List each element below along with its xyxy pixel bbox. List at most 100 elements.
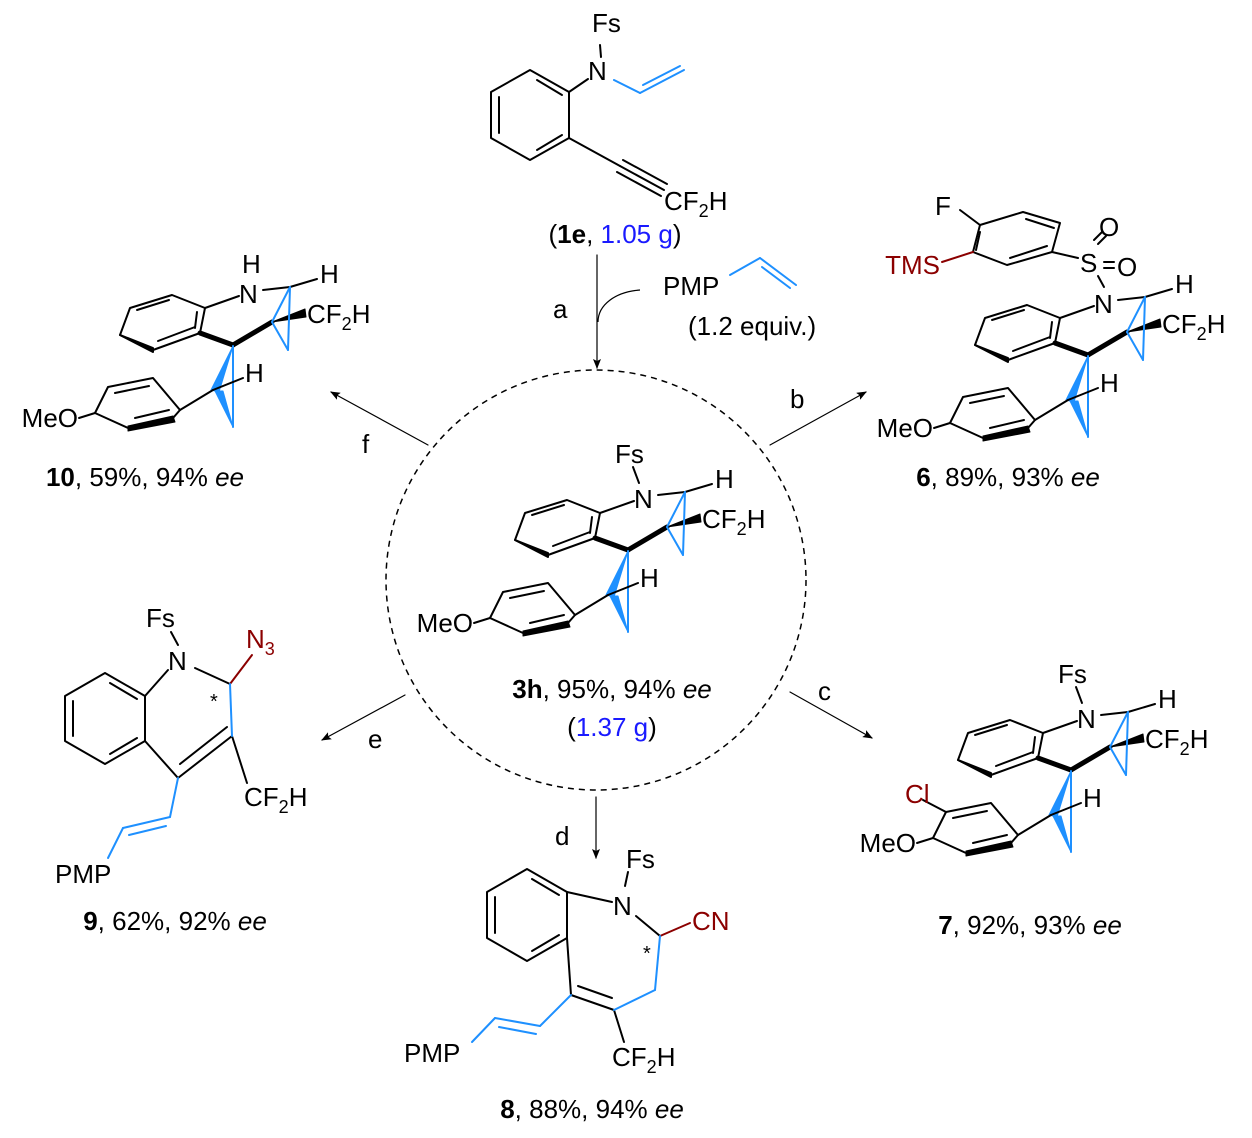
- atom-label: CF2H: [612, 1042, 675, 1077]
- atom-label: O: [1099, 212, 1119, 242]
- bond: [916, 837, 934, 844]
- cyclopropane-wedge: [1065, 355, 1089, 403]
- bold-bond: [1085, 329, 1130, 358]
- step-label-b: b: [790, 384, 804, 414]
- wedge-bond: [982, 425, 1031, 442]
- compound-label-8: 8, 88%, 94% ee: [500, 1094, 684, 1124]
- bond: [1034, 399, 1069, 421]
- compound-label-6: 6, 89%, 93% ee: [916, 462, 1100, 492]
- cyclopropane-bond: [1125, 711, 1129, 776]
- bond: [212, 377, 244, 391]
- cyclopropane-wedge: [605, 550, 629, 598]
- bond: [262, 286, 291, 291]
- atom-label: N: [613, 891, 632, 921]
- atom-label: CF2H: [244, 782, 307, 817]
- bond: [1144, 288, 1173, 298]
- bond: [509, 590, 545, 599]
- bond: [599, 500, 635, 514]
- bond: [531, 504, 565, 516]
- wedge-bond: [514, 539, 549, 558]
- bond: [157, 326, 196, 342]
- bond: [972, 834, 1008, 844]
- atom-label: MeO: [22, 403, 78, 433]
- bond: [574, 594, 609, 616]
- amount-label-3h: (1.37 g): [567, 712, 657, 742]
- bond: [1051, 251, 1079, 259]
- bond: [969, 395, 1005, 404]
- atom-label: CF2H: [1145, 724, 1208, 759]
- atom-label: N: [239, 279, 258, 309]
- aryl-ring: [972, 211, 1061, 266]
- bold-bond: [197, 330, 236, 348]
- bond: [473, 617, 491, 624]
- dashed-circle: [385, 369, 807, 791]
- atom-label: H: [245, 358, 264, 388]
- bond: [136, 299, 170, 311]
- cyclopropane-wedge: [214, 390, 234, 428]
- stereo-star: *: [210, 691, 218, 713]
- atom-label: CF2H: [1162, 309, 1225, 344]
- starting-material-1e: Fs N CF2H (1e, 1.05 g): [490, 8, 727, 249]
- atom-label: MeO: [877, 413, 933, 443]
- reaction-arrows: [321, 254, 873, 859]
- bond: [959, 209, 981, 226]
- atom-label: PMP: [404, 1038, 460, 1068]
- bond: [1127, 703, 1156, 713]
- bond: [995, 751, 1034, 767]
- bold-bond: [1052, 340, 1091, 358]
- bond: [1097, 235, 1107, 245]
- bond: [1025, 218, 1055, 229]
- wedge-bond: [127, 415, 176, 432]
- bond: [1093, 231, 1103, 241]
- bond: [991, 309, 1025, 321]
- atom-label: PMP: [55, 859, 111, 889]
- bond: [134, 409, 170, 419]
- atom-label: N: [588, 56, 607, 86]
- step-label-d: d: [555, 821, 569, 851]
- bond: [1042, 720, 1078, 734]
- bond: [1009, 245, 1048, 259]
- atom-label: CF2H: [664, 186, 727, 221]
- bond: [1100, 711, 1129, 716]
- bond: [289, 278, 318, 288]
- compound-label-10: 10, 59%, 94% ee: [46, 462, 244, 492]
- atom-label: H: [242, 249, 261, 279]
- cyclopropane-bond: [1109, 711, 1129, 748]
- bond: [552, 531, 591, 547]
- compound-label-1e: (1e, 1.05 g): [548, 219, 681, 249]
- atom-label: H: [1100, 368, 1119, 398]
- bond: [1067, 387, 1099, 401]
- bond: [1017, 814, 1052, 836]
- atom-label: N: [1094, 289, 1113, 319]
- atom-label: H: [320, 259, 339, 289]
- atom-label: MeO: [417, 608, 473, 638]
- bond: [952, 810, 988, 819]
- bond: [941, 251, 974, 263]
- arrow-f: [330, 391, 429, 446]
- wedge-bond: [965, 840, 1014, 857]
- stereo-star: *: [643, 943, 651, 965]
- bond: [989, 419, 1025, 429]
- compound-label-9: 9, 62%, 92% ee: [83, 906, 267, 936]
- bond: [933, 422, 951, 429]
- reagent-equiv: (1.2 equiv.): [688, 311, 816, 341]
- atom-label: N: [168, 646, 187, 676]
- bond: [1075, 686, 1083, 704]
- bond: [1012, 336, 1051, 352]
- cyclopropane-bond: [666, 526, 684, 556]
- cyclopropane-bond: [1109, 746, 1127, 776]
- cyclopropane-wedge: [1052, 815, 1072, 853]
- azide-label: N3: [246, 624, 275, 659]
- bold-bond: [592, 535, 631, 553]
- wedge-bond: [522, 620, 571, 637]
- cyclopropane-bond: [1126, 331, 1144, 361]
- atom-label: O: [1117, 252, 1137, 282]
- cyclopropane-bond: [271, 321, 289, 351]
- reagent-name: PMP: [663, 271, 719, 301]
- step-label-f: f: [362, 429, 370, 459]
- bond: [975, 231, 981, 251]
- atom-label: N: [1077, 704, 1096, 734]
- bond: [529, 614, 565, 624]
